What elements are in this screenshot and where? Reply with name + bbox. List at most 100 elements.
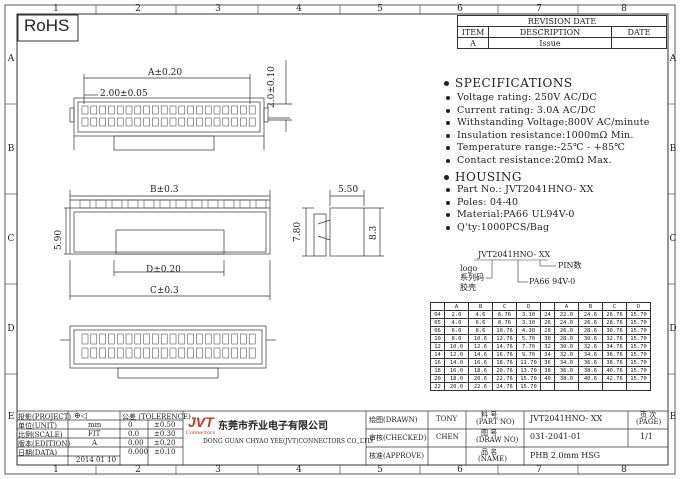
bottom-cavity bbox=[187, 347, 194, 359]
zone-3: 3 bbox=[215, 4, 221, 14]
front-rib bbox=[159, 199, 171, 209]
company-name-en: DONG GUAN CHYAO YEE(JVT)CONNECTORS CO.,L… bbox=[203, 438, 374, 445]
name-label: 品 名 bbox=[481, 448, 498, 456]
bottom-cavity bbox=[196, 333, 203, 345]
revision-header-date: DATE bbox=[611, 26, 667, 38]
zone-c-right: C bbox=[669, 234, 677, 244]
page-label-en: (PAGE) bbox=[636, 418, 662, 426]
partno-label-en: (PART NO) bbox=[476, 418, 515, 426]
partcode-logo: logo bbox=[460, 264, 478, 273]
housing-heading: HOUSING bbox=[444, 170, 522, 184]
zone-7: 7 bbox=[536, 4, 542, 14]
tol-row-3-key: 0.00 bbox=[128, 439, 144, 447]
project-label: 投影(PROJECT) bbox=[18, 413, 72, 421]
spec-withstanding: Withstanding Voltage:800V AC/minute bbox=[446, 117, 650, 130]
top-cavity bbox=[99, 105, 106, 115]
dimension-table-header-cell bbox=[540, 302, 555, 311]
dimension-table-cell: 3.10 bbox=[516, 310, 541, 319]
top-cavity bbox=[90, 105, 98, 115]
dimension-table-cell bbox=[626, 382, 651, 391]
front-rib bbox=[175, 199, 187, 209]
dim-pitch: 2.00±0.05 bbox=[100, 89, 148, 99]
tol-row-2-value: ±0.30 bbox=[154, 430, 176, 438]
projection-icon: ⊕◁ bbox=[74, 411, 87, 420]
dimension-table-cell: 4.6 bbox=[468, 310, 493, 319]
zone-5: 5 bbox=[377, 4, 383, 14]
specifications-list: Voltage rating: 250V AC/DC Current ratin… bbox=[446, 92, 650, 167]
dimension-table-cell: 10.76 bbox=[492, 326, 517, 335]
front-rib bbox=[255, 199, 267, 209]
zone-8-bottom: 8 bbox=[621, 465, 627, 475]
bottom-cavity bbox=[240, 333, 247, 345]
top-cavity bbox=[240, 117, 247, 127]
top-cavity bbox=[152, 105, 159, 115]
bottom-cavity bbox=[116, 333, 124, 345]
bottom-cavity bbox=[222, 347, 230, 359]
company-name-cn: 东莞市乔业电子有限公司 bbox=[218, 421, 328, 432]
top-cavity bbox=[187, 117, 194, 127]
approve-label: 核准(APPROVE) bbox=[369, 452, 424, 460]
top-cavity bbox=[169, 105, 177, 115]
partcode-code: JVT2041HNO- XX bbox=[478, 250, 551, 259]
dimension-table-cell: 34.76 bbox=[602, 342, 627, 351]
front-rib bbox=[191, 199, 203, 209]
dimension-table-header-cell bbox=[430, 302, 445, 311]
connector-front-view bbox=[64, 190, 271, 300]
spec-current: Current rating: 3.0A AC/DC bbox=[446, 105, 650, 118]
top-cavity bbox=[204, 117, 212, 127]
drawn-label: 绘图(DRAWN) bbox=[369, 416, 418, 424]
dimension-table-cell: 14.0 bbox=[444, 358, 469, 367]
dimension-table-cell: 15.70 bbox=[626, 310, 651, 319]
zone-d: D bbox=[7, 324, 15, 334]
zone-b: B bbox=[7, 144, 15, 154]
dimension-table-cell: 9.70 bbox=[516, 350, 541, 359]
top-cavity bbox=[152, 117, 159, 127]
scale-label: 比例(SCALE) bbox=[18, 431, 63, 439]
dimension-table-cell: 15.70 bbox=[626, 318, 651, 327]
dimension-table-cell: 8.0 bbox=[444, 334, 469, 343]
dimension-table-cell: 6.76 bbox=[492, 310, 517, 319]
top-cavity bbox=[231, 105, 238, 115]
top-cavity bbox=[81, 105, 89, 115]
dimension-table-cell: 16.0 bbox=[444, 366, 469, 375]
bottom-cavity bbox=[152, 347, 159, 359]
partcode-series: 系列码 bbox=[460, 273, 484, 282]
dimension-table-cell: 14.76 bbox=[492, 342, 517, 351]
dimension-table-header-cell: B bbox=[578, 302, 603, 311]
dimension-table-cell: 12.0 bbox=[444, 350, 469, 359]
bottom-cavity bbox=[196, 347, 203, 359]
dimension-table-cell: 10.6 bbox=[468, 334, 493, 343]
dimension-table-cell: 40.76 bbox=[602, 366, 627, 375]
zone-c: C bbox=[7, 234, 15, 244]
dimension-table-cell: 12.6 bbox=[468, 342, 493, 351]
dimension-table-cell: 36.6 bbox=[578, 358, 603, 367]
zone-a-right: A bbox=[669, 54, 677, 64]
dimension-table-cell: 06 bbox=[430, 326, 445, 335]
bottom-cavity bbox=[213, 347, 221, 359]
tol-row-2-key: 0.0 bbox=[128, 430, 140, 438]
top-cavity bbox=[187, 105, 194, 115]
dimension-table-cell: 05 bbox=[430, 318, 445, 327]
dimension-table-cell: 15.70 bbox=[626, 350, 651, 359]
dimension-table-cell: 32.6 bbox=[578, 342, 603, 351]
housing-part-no: Part No.: JVT2041HNO- XX bbox=[446, 184, 594, 197]
partcode-pin: PIN数 bbox=[558, 261, 582, 270]
dimension-table-cell: 16 bbox=[430, 358, 445, 367]
dim-a: A±0.20 bbox=[148, 68, 183, 78]
dimension-table-cell: 7.70 bbox=[516, 342, 541, 351]
dimension-table-cell: 32.76 bbox=[602, 334, 627, 343]
rohs-mark: RoHS bbox=[24, 16, 70, 35]
front-rib bbox=[239, 199, 251, 209]
partno-label: 料 号 bbox=[481, 411, 498, 419]
company-logo: JVT bbox=[188, 414, 214, 430]
top-cavity bbox=[143, 117, 150, 127]
dimension-table-cell: 4.0 bbox=[444, 318, 469, 327]
bottom-cavity bbox=[125, 347, 133, 359]
connector-top-view bbox=[69, 60, 292, 151]
